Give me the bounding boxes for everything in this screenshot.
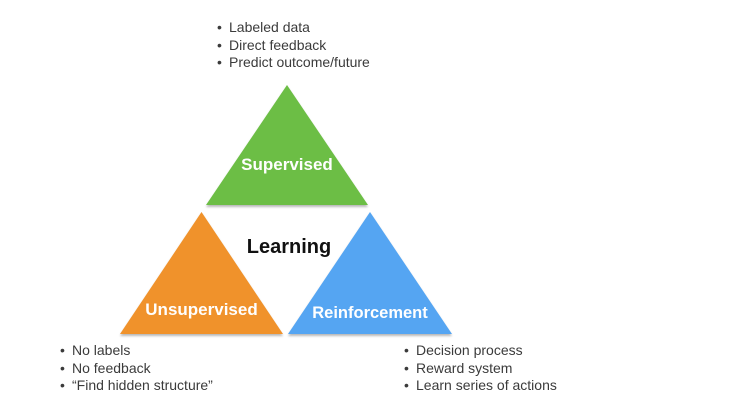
reinforcement-bullet-list: Decision process Reward system Learn ser… xyxy=(399,342,557,395)
supervised-triangle-shape xyxy=(206,85,368,205)
reinforcement-triangle: Reinforcement xyxy=(288,212,452,334)
unsupervised-label: Unsupervised xyxy=(145,300,258,319)
list-item: No labels xyxy=(55,342,213,360)
reinforcement-label: Reinforcement xyxy=(312,304,428,322)
list-item: Learn series of actions xyxy=(399,377,557,395)
list-item: “Find hidden structure” xyxy=(55,377,213,395)
supervised-label: Supervised xyxy=(241,155,333,174)
list-item: No feedback xyxy=(55,360,213,378)
list-item: Labeled data xyxy=(212,19,370,37)
unsupervised-bullet-list: No labels No feedback “Find hidden struc… xyxy=(55,342,213,395)
supervised-triangle: Supervised xyxy=(206,85,368,205)
supervised-bullet-list: Labeled data Direct feedback Predict out… xyxy=(212,19,370,72)
list-item: Direct feedback xyxy=(212,37,370,55)
unsupervised-triangle: Unsupervised xyxy=(120,212,283,334)
list-item: Decision process xyxy=(399,342,557,360)
list-item: Predict outcome/future xyxy=(212,54,370,72)
list-item: Reward system xyxy=(399,360,557,378)
center-learning-label: Learning xyxy=(246,236,332,258)
